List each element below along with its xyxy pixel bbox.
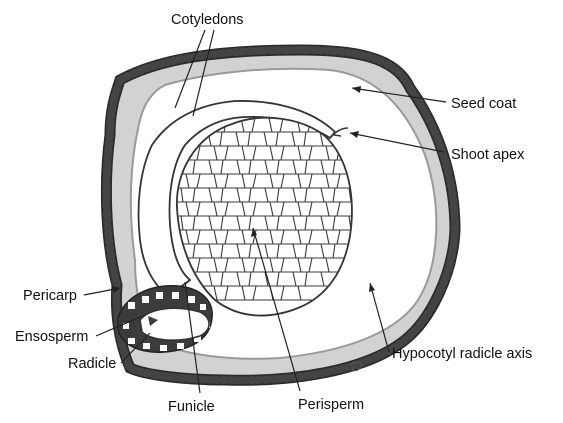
label-perisperm: Perisperm: [298, 397, 364, 413]
label-cotyledons: Cotyledons: [171, 12, 244, 28]
label-radicle: Radicle: [68, 356, 116, 372]
label-funicle: Funicle: [168, 399, 215, 415]
label-seed-coat: Seed coat: [451, 96, 516, 112]
label-shoot-apex: Shoot apex: [451, 147, 525, 163]
label-hypocotyl-radicle-axis: Hypocotyl radicle axis: [392, 346, 532, 362]
label-pericarp: Pericarp: [23, 288, 77, 304]
label-ensosperm: Ensosperm: [15, 329, 88, 345]
